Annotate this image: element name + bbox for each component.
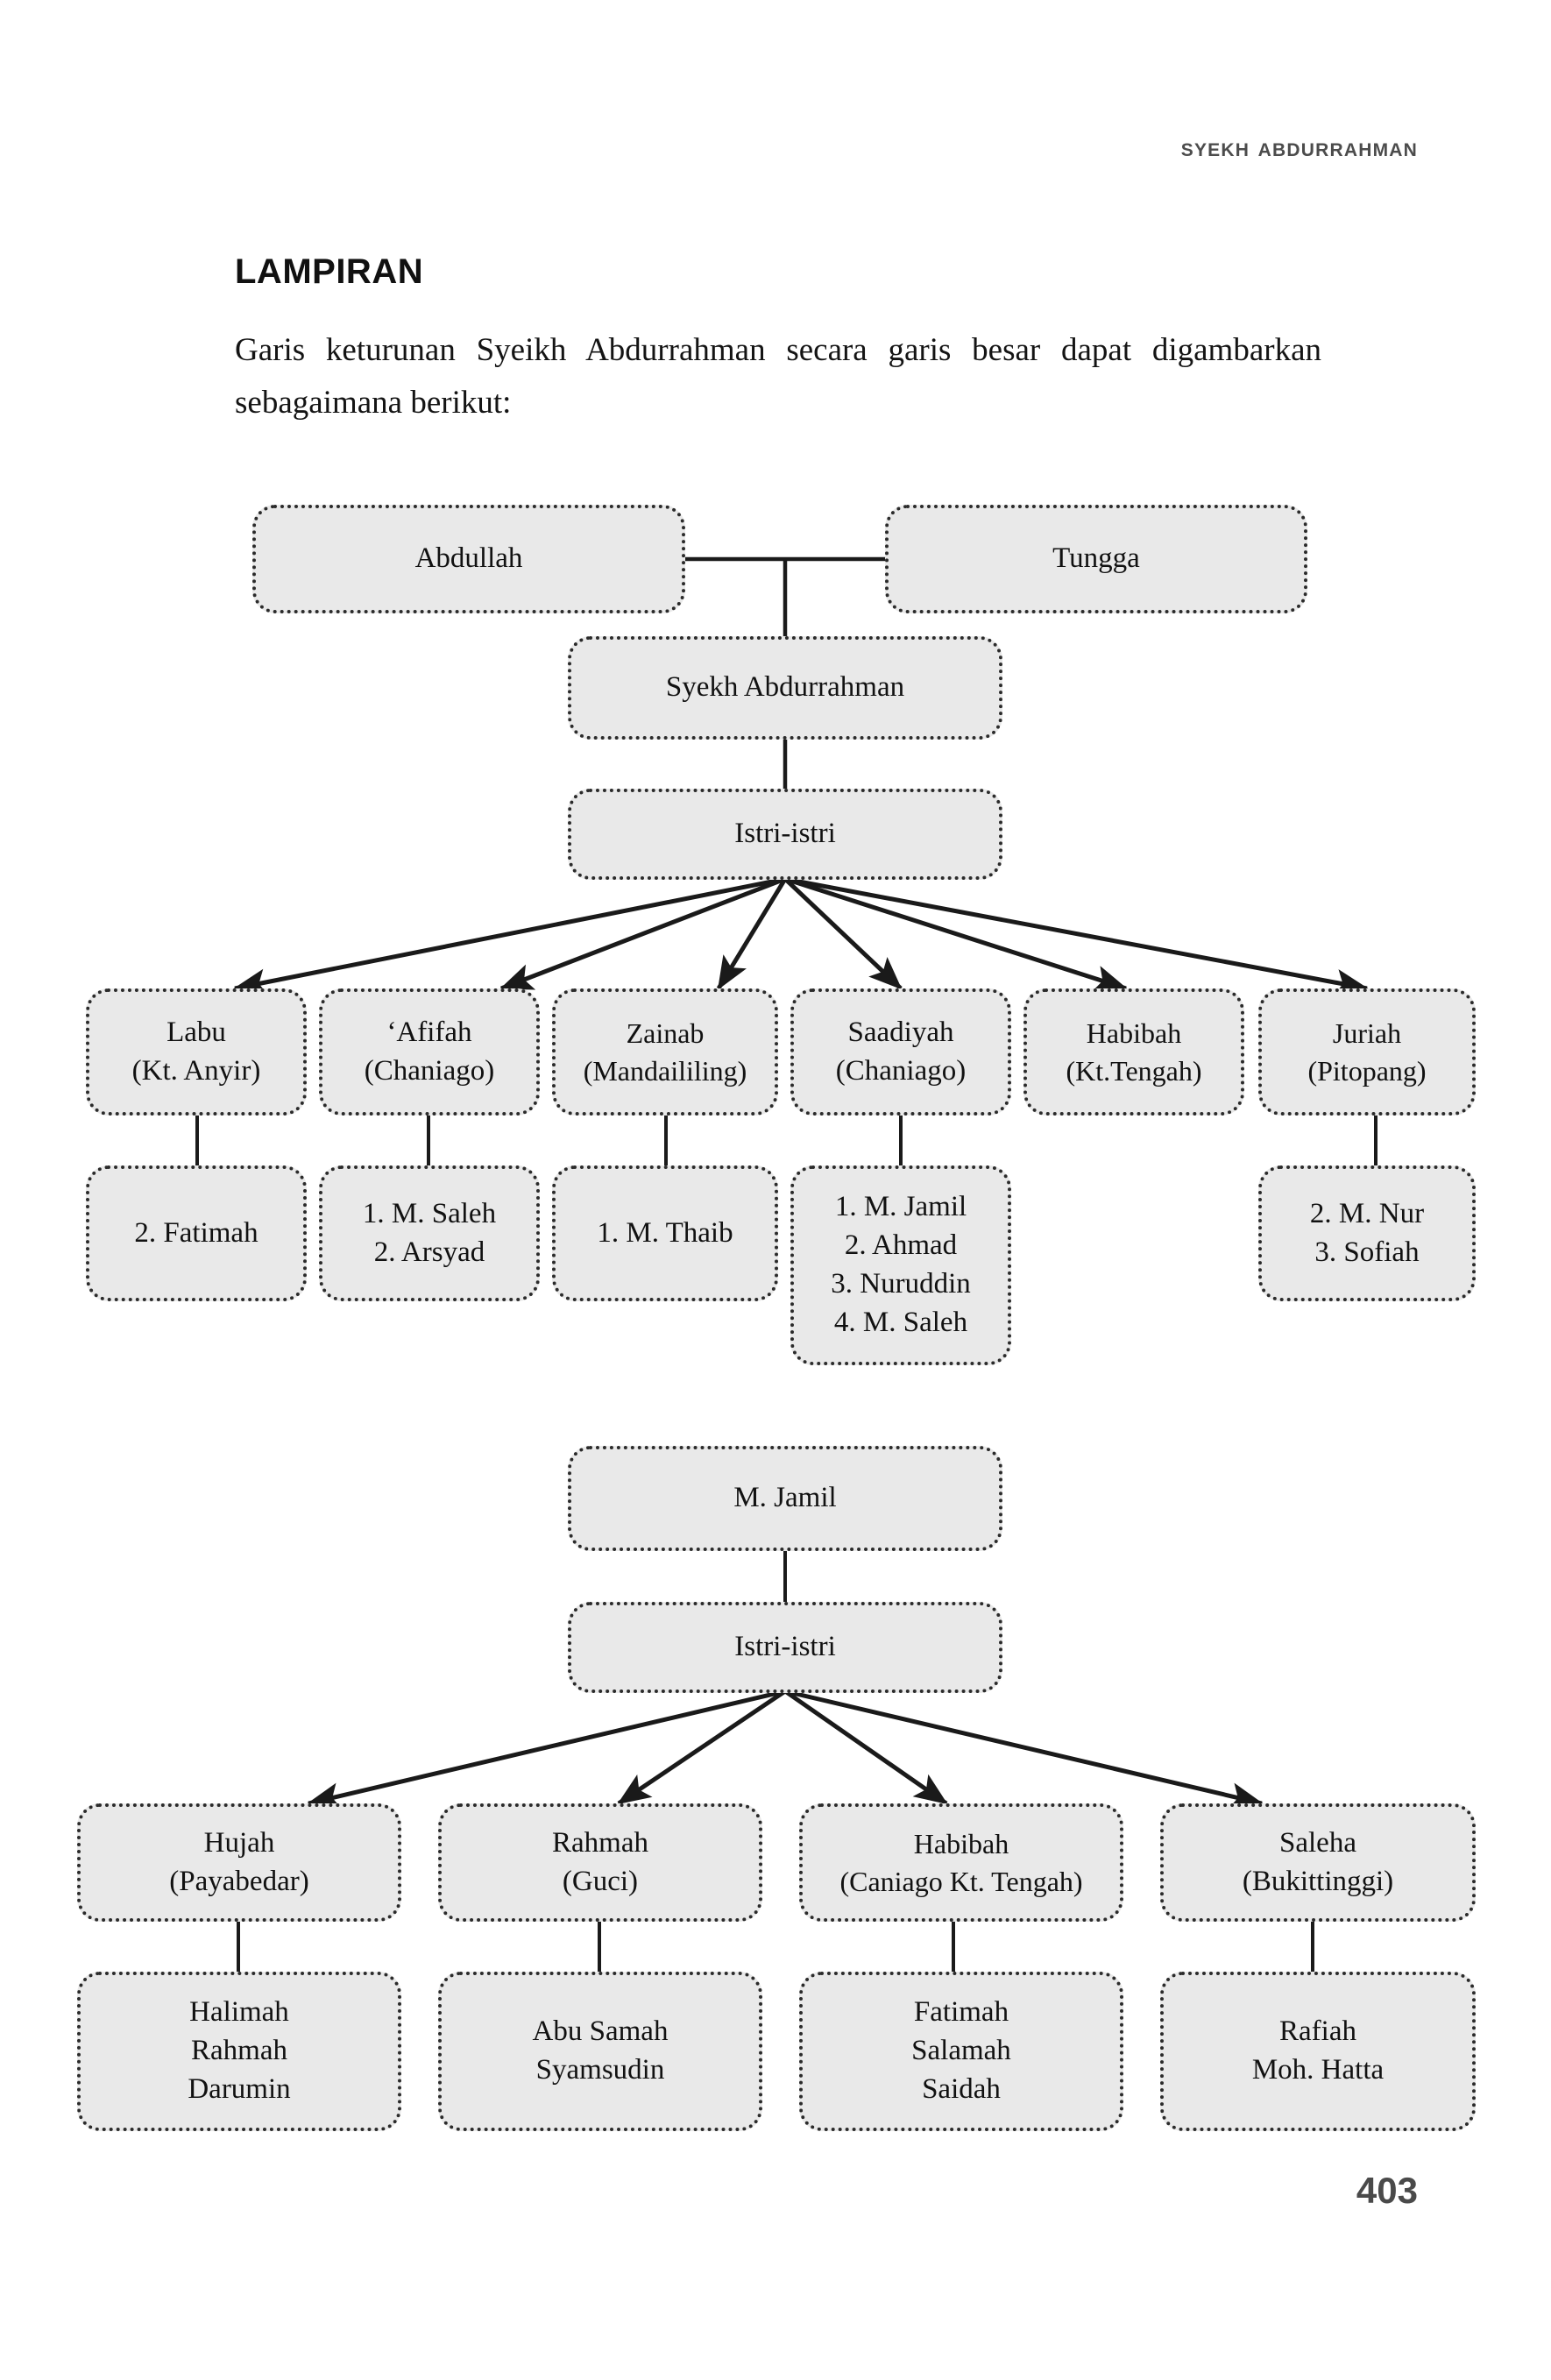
node-label-clan: (Bukittinggi) xyxy=(1242,1865,1394,1897)
node-label-clan: (Payabedar) xyxy=(169,1865,309,1897)
page-title: LAMPIRAN xyxy=(235,252,424,291)
child-entry: 3. Nuruddin xyxy=(831,1268,971,1300)
node-wife-hujah[interactable]: Hujah (Payabedar) xyxy=(77,1803,401,1922)
node-label-name: Habibah xyxy=(913,1827,1009,1859)
node-label-name: Hujah xyxy=(203,1826,275,1859)
node-label-name: Juriah xyxy=(1332,1016,1402,1049)
child-entry: Moh. Hatta xyxy=(1251,2054,1385,2086)
running-head: Syekh Abdurrahman xyxy=(1180,133,1418,162)
node-label-clan: (Guci) xyxy=(562,1865,639,1897)
child-entry: Salamah xyxy=(911,2035,1011,2067)
child-entry: 3. Sofiah xyxy=(1314,1236,1420,1268)
node-tungga[interactable]: Tungga xyxy=(885,505,1307,613)
child-entry: Fatimah xyxy=(913,1996,1009,2029)
child-entry: Rafiah xyxy=(1279,2015,1356,2048)
child-entry: 2. Fatimah xyxy=(134,1216,258,1249)
node-children-rahmah[interactable]: Abu Samah Syamsudin xyxy=(438,1972,762,2131)
child-entry: Saidah xyxy=(922,2072,1001,2105)
node-label-name: Rahmah xyxy=(552,1826,648,1859)
node-label: Abdullah xyxy=(414,542,523,575)
node-label: Istri-istri xyxy=(734,818,836,850)
node-children-saleha[interactable]: Rafiah Moh. Hatta xyxy=(1160,1972,1476,2131)
child-entry: 4. M. Saleh xyxy=(833,1306,968,1338)
node-label-name: Labu xyxy=(166,1016,226,1048)
node-abdullah[interactable]: Abdullah xyxy=(252,505,685,613)
node-label: Tungga xyxy=(1052,542,1140,575)
child-entry: Rahmah xyxy=(191,2035,287,2067)
node-wife-saadiyah[interactable]: Saadiyah (Chaniago) xyxy=(790,988,1011,1116)
node-label-name: Saleha xyxy=(1279,1826,1356,1859)
node-label-name: Zainab xyxy=(626,1016,705,1049)
node-istri-istri-2[interactable]: Istri-istri xyxy=(568,1602,1002,1693)
node-label: Syekh Abdurrahman xyxy=(665,671,905,704)
node-label-clan: (Kt. Anyir) xyxy=(131,1054,261,1087)
child-entry: Syamsudin xyxy=(535,2054,665,2086)
child-entry: Halimah xyxy=(189,1996,289,2029)
child-entry: 1. M. Saleh xyxy=(362,1197,497,1229)
node-label-clan: (Caniago Kt. Tengah) xyxy=(839,1865,1083,1897)
node-label-name: Saadiyah xyxy=(847,1016,954,1048)
child-entry: Darumin xyxy=(188,2072,291,2105)
node-label-clan: (Chaniago) xyxy=(364,1054,495,1087)
child-entry: 2. Arsyad xyxy=(373,1236,485,1268)
node-m-jamil[interactable]: M. Jamil xyxy=(568,1446,1002,1551)
node-label: Istri-istri xyxy=(734,1631,836,1663)
node-label-name: Habibah xyxy=(1086,1016,1182,1049)
node-label-clan: (Chaniago) xyxy=(835,1054,967,1087)
node-children-labu[interactable]: 2. Fatimah xyxy=(86,1165,307,1301)
node-children-hujah[interactable]: Halimah Rahmah Darumin xyxy=(77,1972,401,2131)
node-wife-juriah[interactable]: Juriah (Pitopang) xyxy=(1258,988,1476,1116)
child-entry: 2. M. Nur xyxy=(1309,1197,1425,1229)
node-wife-saleha[interactable]: Saleha (Bukittinggi) xyxy=(1160,1803,1476,1922)
page-number: 403 xyxy=(1356,2170,1418,2211)
node-wife-rahmah[interactable]: Rahmah (Guci) xyxy=(438,1803,762,1922)
node-wife-habibah[interactable]: Habibah (Kt.Tengah) xyxy=(1023,988,1244,1116)
node-children-afifah[interactable]: 1. M. Saleh 2. Arsyad xyxy=(319,1165,540,1301)
child-entry: 1. M. Jamil xyxy=(834,1191,967,1223)
node-label: M. Jamil xyxy=(733,1482,837,1514)
node-label-clan: (Kt.Tengah) xyxy=(1066,1054,1202,1087)
node-syekh-abdurrahman[interactable]: Syekh Abdurrahman xyxy=(568,636,1002,740)
node-children-habibah-caniago[interactable]: Fatimah Salamah Saidah xyxy=(799,1972,1123,2131)
node-wife-habibah-caniago[interactable]: Habibah (Caniago Kt. Tengah) xyxy=(799,1803,1123,1922)
node-label-clan: (Pitopang) xyxy=(1307,1054,1427,1087)
child-entry: Abu Samah xyxy=(532,2015,669,2048)
child-entry: 1. M. Thaib xyxy=(597,1216,733,1249)
node-label-clan: (Mandaililing) xyxy=(583,1054,747,1087)
node-istri-istri-1[interactable]: Istri-istri xyxy=(568,789,1002,880)
node-children-juriah[interactable]: 2. M. Nur 3. Sofiah xyxy=(1258,1165,1476,1301)
node-wife-afifah[interactable]: ‘Afifah (Chaniago) xyxy=(319,988,540,1116)
node-label-name: ‘Afifah xyxy=(386,1016,472,1048)
node-wife-labu[interactable]: Labu (Kt. Anyir) xyxy=(86,988,307,1116)
node-children-saadiyah[interactable]: 1. M. Jamil 2. Ahmad 3. Nuruddin 4. M. S… xyxy=(790,1165,1011,1365)
node-wife-zainab[interactable]: Zainab (Mandaililing) xyxy=(552,988,778,1116)
intro-paragraph: Garis keturunan Syeikh Abdurrahman secar… xyxy=(235,332,1321,421)
child-entry: 2. Ahmad xyxy=(844,1229,958,1262)
node-children-zainab[interactable]: 1. M. Thaib xyxy=(552,1165,778,1301)
